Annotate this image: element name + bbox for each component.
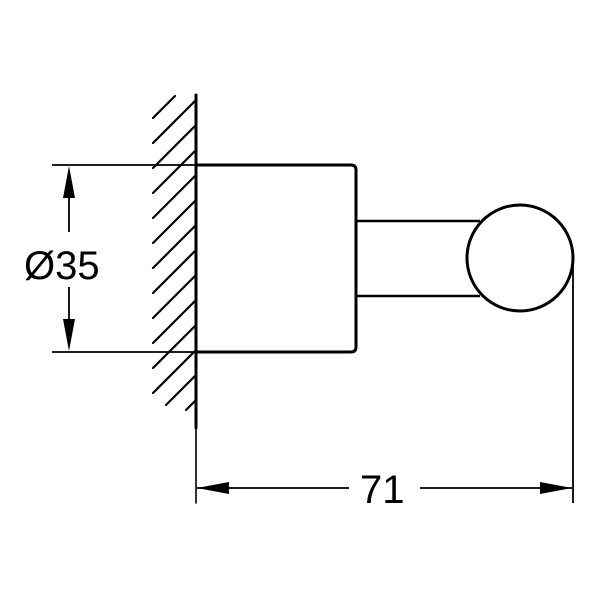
arrowhead-up-icon <box>63 166 75 198</box>
hook-body <box>196 163 575 354</box>
arrowhead-right-icon <box>540 482 572 494</box>
diameter-dimension <box>52 164 196 353</box>
hook-base <box>196 163 358 354</box>
hook-knob <box>465 203 575 313</box>
wall-hatching <box>151 94 198 412</box>
diameter-label: Ø35 <box>24 244 100 288</box>
wall-section <box>151 93 198 504</box>
arrowhead-down-icon <box>63 319 75 351</box>
projection-dimension <box>197 258 574 503</box>
projection-label: 71 <box>360 468 405 512</box>
arrowhead-left-icon <box>197 482 229 494</box>
